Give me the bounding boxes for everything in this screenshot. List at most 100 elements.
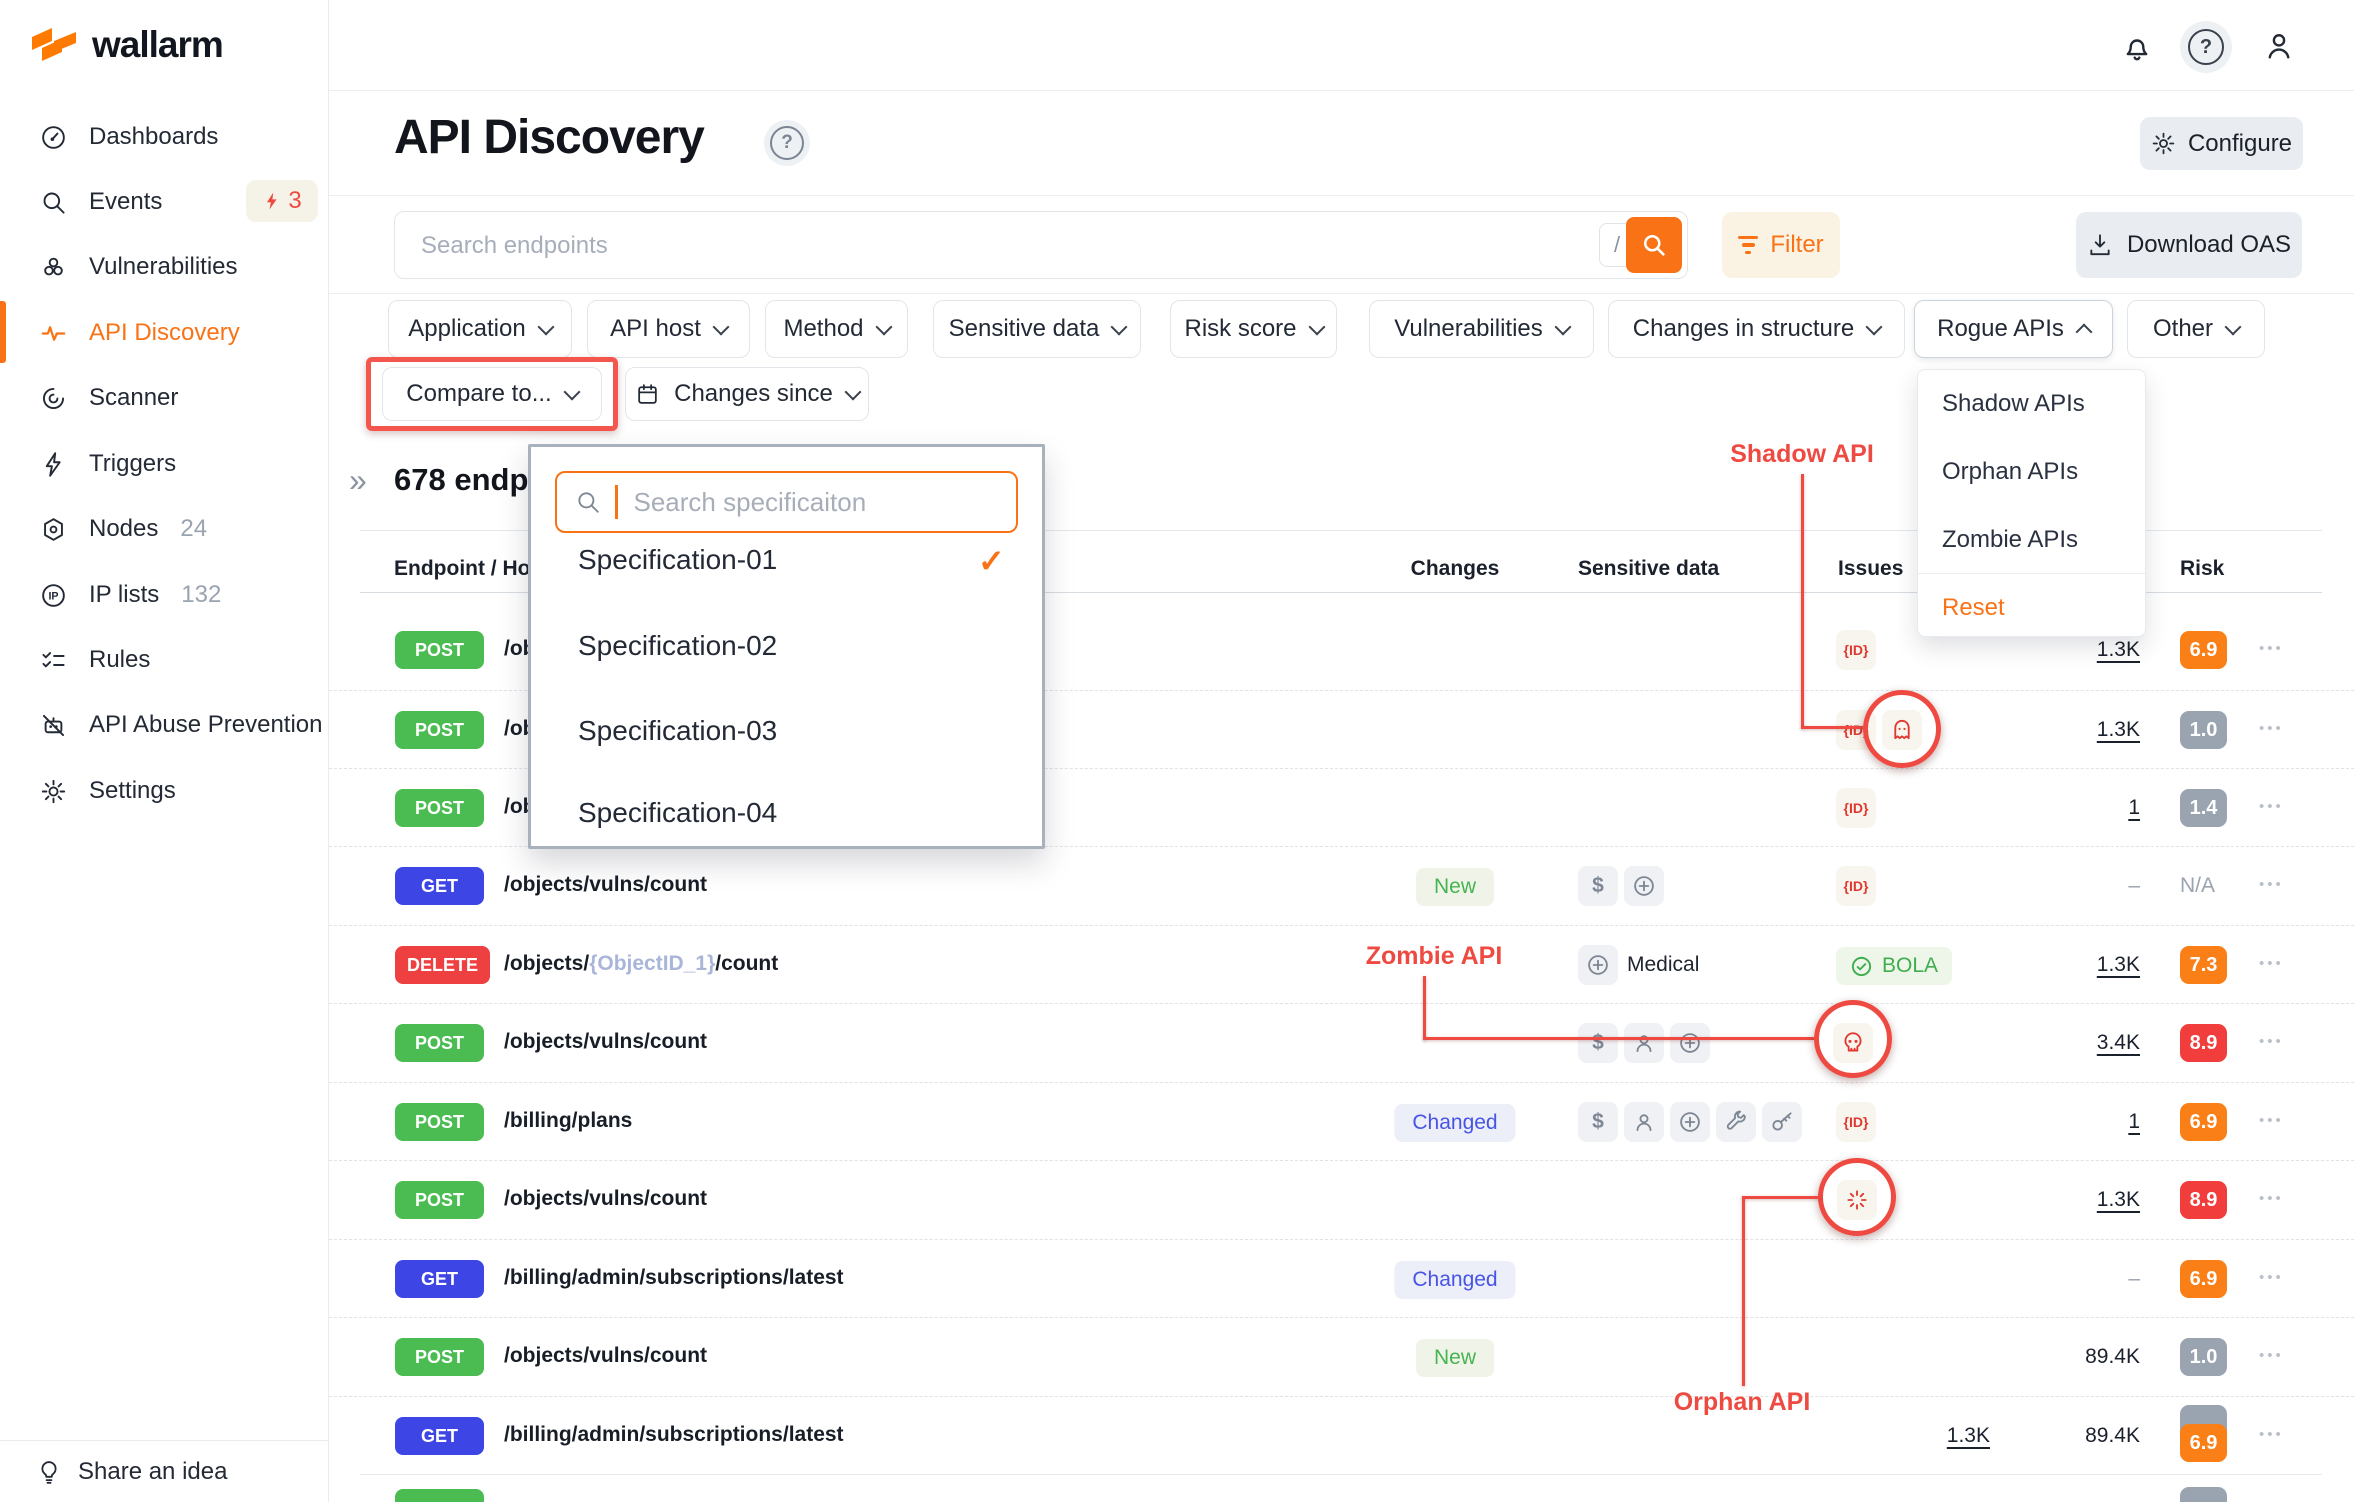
table-row[interactable]: DELETE /objects/{ObjectID_1}/count Medic… bbox=[329, 925, 2354, 1005]
method-badge: POST bbox=[395, 1338, 484, 1376]
sidebar-item-events[interactable]: Events bbox=[0, 170, 328, 234]
endpoint-path[interactable]: /objects/vulns/count bbox=[504, 873, 708, 896]
orphan-api-annotation: Orphan API bbox=[1673, 1388, 1811, 1416]
table-row[interactable]: POST /objects/vulns/count 1.3K 8.9 ••• bbox=[329, 1160, 2354, 1240]
endpoint-path[interactable]: /ob bbox=[504, 717, 536, 740]
hits-link[interactable]: 1.3K bbox=[2096, 718, 2140, 741]
row-menu-icon[interactable]: ••• bbox=[2259, 1269, 2284, 1286]
sidebar-item-dashboards[interactable]: Dashboards bbox=[0, 105, 328, 169]
dollar-icon: $ bbox=[1578, 866, 1618, 906]
filter-chip-application[interactable]: Application bbox=[388, 300, 572, 358]
table-row[interactable]: POST /objects/vulns/count $ 3.4K 8.9 ••• bbox=[329, 1003, 2354, 1083]
hits-link[interactable]: 1.3K bbox=[2096, 953, 2140, 976]
filter-chip-changes-in-structure[interactable]: Changes in structure bbox=[1608, 300, 1905, 358]
table-row[interactable]: GET /objects/vulns/count New $ {ID} – N/… bbox=[329, 846, 2354, 926]
sidebar-item-scanner[interactable]: Scanner bbox=[0, 366, 328, 430]
help-icon[interactable]: ? bbox=[2180, 21, 2232, 73]
row-menu-icon[interactable]: ••• bbox=[2259, 876, 2284, 893]
specification-search-input[interactable] bbox=[631, 485, 1016, 519]
menu-item-reset[interactable]: Reset bbox=[1942, 594, 2005, 621]
bola-badge[interactable]: BOLA bbox=[1836, 947, 1953, 985]
endpoint-path[interactable]: /ob bbox=[504, 637, 536, 660]
filter-chip-method[interactable]: Method bbox=[765, 300, 908, 358]
filter-chip-other[interactable]: Other bbox=[2127, 300, 2265, 358]
spec-option-1[interactable]: Specification-01 bbox=[578, 544, 778, 575]
search-endpoints-input[interactable] bbox=[395, 212, 1573, 279]
search-submit-button[interactable] bbox=[1626, 217, 1682, 273]
hits-link[interactable]: 1 bbox=[2128, 796, 2140, 819]
column-header-risk[interactable]: Risk bbox=[2180, 557, 2225, 580]
row-menu-icon[interactable]: ••• bbox=[2259, 955, 2284, 972]
changes-since-chip[interactable]: Changes since bbox=[625, 367, 869, 421]
endpoint-path[interactable]: /objects/vulns/count bbox=[504, 1187, 708, 1210]
sidebar-item-rules[interactable]: Rules bbox=[0, 628, 328, 692]
collapse-panel-icon[interactable]: » bbox=[349, 462, 367, 498]
table-row[interactable]: GET /billing/admin/subscriptions/latest … bbox=[329, 1396, 2354, 1476]
filter-chip-vulnerabilities[interactable]: Vulnerabilities bbox=[1369, 300, 1594, 358]
column-header-endpoint[interactable]: Endpoint / Host bbox=[394, 557, 550, 580]
zombie-annotation-line bbox=[1423, 976, 1426, 1040]
hits-link[interactable]: 1.3K bbox=[1946, 1424, 1990, 1447]
menu-item-zombie-apis[interactable]: Zombie APIs bbox=[1942, 526, 2079, 553]
row-menu-icon[interactable]: ••• bbox=[2259, 1426, 2284, 1443]
sidebar-item-settings[interactable]: Settings bbox=[0, 759, 328, 823]
filter-chip-sensitive-data[interactable]: Sensitive data bbox=[933, 300, 1141, 358]
compare-to-chip[interactable]: Compare to... bbox=[382, 367, 602, 421]
hits-link[interactable]: 1 bbox=[2128, 1110, 2140, 1133]
table-row[interactable]: POST /ob {ID} 1.3K 6.9 ••• bbox=[329, 611, 2354, 690]
table-row[interactable]: POST /billing/plans Changed $ {ID} 1 6.9… bbox=[329, 1082, 2354, 1162]
wallarm-logo[interactable]: wallarm bbox=[30, 24, 224, 66]
row-menu-icon[interactable]: ••• bbox=[2259, 1190, 2284, 1207]
endpoint-path[interactable]: /billing/admin/subscriptions/latest bbox=[504, 1266, 844, 1289]
menu-item-shadow-apis[interactable]: Shadow APIs bbox=[1942, 390, 2085, 417]
row-menu-icon[interactable]: ••• bbox=[2259, 798, 2284, 815]
column-header-sensitive-data[interactable]: Sensitive data bbox=[1578, 557, 1720, 580]
hits-link[interactable]: 3.4K bbox=[2096, 1031, 2140, 1054]
sidebar-item-nodes[interactable]: Nodes 24 bbox=[0, 497, 328, 561]
menu-item-orphan-apis[interactable]: Orphan APIs bbox=[1942, 458, 2079, 485]
spec-option-2[interactable]: Specification-02 bbox=[578, 630, 778, 661]
configure-button[interactable]: Configure bbox=[2140, 117, 2303, 170]
hits-link[interactable]: 1.3K bbox=[2096, 638, 2140, 661]
chip-label: Risk score bbox=[1184, 315, 1297, 342]
column-header-changes[interactable]: Changes bbox=[1410, 557, 1500, 580]
endpoint-path[interactable]: /objects/vulns/count bbox=[504, 1344, 708, 1367]
sidebar-item-api-discovery[interactable]: API Discovery bbox=[0, 301, 328, 365]
spec-option-3[interactable]: Specification-03 bbox=[578, 715, 778, 746]
endpoint-path[interactable]: /objects/{ObjectID_1}/count bbox=[504, 952, 779, 975]
chevron-down-icon bbox=[875, 318, 893, 335]
title-help-icon[interactable]: ? bbox=[764, 120, 810, 166]
filter-button[interactable]: Filter bbox=[1722, 212, 1840, 278]
endpoint-path[interactable]: /objects/vulns/count bbox=[504, 1030, 708, 1053]
risk-badge: 8.9 bbox=[2180, 1181, 2227, 1219]
sidebar-item-api-abuse-prevention[interactable]: API Abuse Prevention bbox=[0, 693, 328, 757]
sidebar-item-vulnerabilities[interactable]: Vulnerabilities bbox=[0, 235, 328, 299]
spec-option-4[interactable]: Specification-04 bbox=[578, 797, 778, 828]
share-an-idea[interactable]: Share an idea bbox=[0, 1440, 328, 1502]
row-menu-icon[interactable]: ••• bbox=[2259, 1347, 2284, 1364]
filter-chip-risk-score[interactable]: Risk score bbox=[1170, 300, 1337, 358]
column-header-issues[interactable]: Issues bbox=[1838, 557, 1904, 580]
endpoint-path[interactable]: /ob bbox=[504, 795, 536, 818]
row-menu-icon[interactable]: ••• bbox=[2259, 720, 2284, 737]
table-row[interactable]: POST /objects/vulns/count New 89.4K 1.0 … bbox=[329, 1317, 2354, 1397]
user-icon[interactable] bbox=[2262, 29, 2296, 63]
row-menu-icon[interactable]: ••• bbox=[2259, 1112, 2284, 1129]
table-row[interactable]: POST /ob {ID} 1 1.4 ••• bbox=[329, 768, 2354, 848]
download-oas-button[interactable]: Download OAS bbox=[2076, 212, 2302, 278]
filter-chip-rogue-apis[interactable]: Rogue APIs bbox=[1914, 300, 2113, 358]
endpoint-path[interactable]: /billing/plans bbox=[504, 1109, 633, 1132]
row-menu-icon[interactable]: ••• bbox=[2259, 640, 2284, 657]
filter-chip-api-host[interactable]: API host bbox=[587, 300, 750, 358]
chip-label: Rogue APIs bbox=[1937, 315, 2064, 342]
table-row[interactable]: GET /billing/admin/subscriptions/latest … bbox=[329, 1239, 2354, 1319]
nodes-count: 24 bbox=[180, 515, 208, 542]
row-menu-icon[interactable]: ••• bbox=[2259, 1033, 2284, 1050]
events-counter-badge[interactable]: 3 bbox=[246, 180, 318, 222]
wrench-icon bbox=[1716, 1102, 1756, 1142]
endpoint-path[interactable]: /billing/admin/subscriptions/latest bbox=[504, 1423, 844, 1446]
sidebar-item-triggers[interactable]: Triggers bbox=[0, 432, 328, 496]
sidebar-item-ip-lists[interactable]: IP IP lists 132 bbox=[0, 563, 328, 627]
bell-icon[interactable] bbox=[2120, 30, 2154, 64]
hits-link[interactable]: 1.3K bbox=[2096, 1188, 2140, 1211]
